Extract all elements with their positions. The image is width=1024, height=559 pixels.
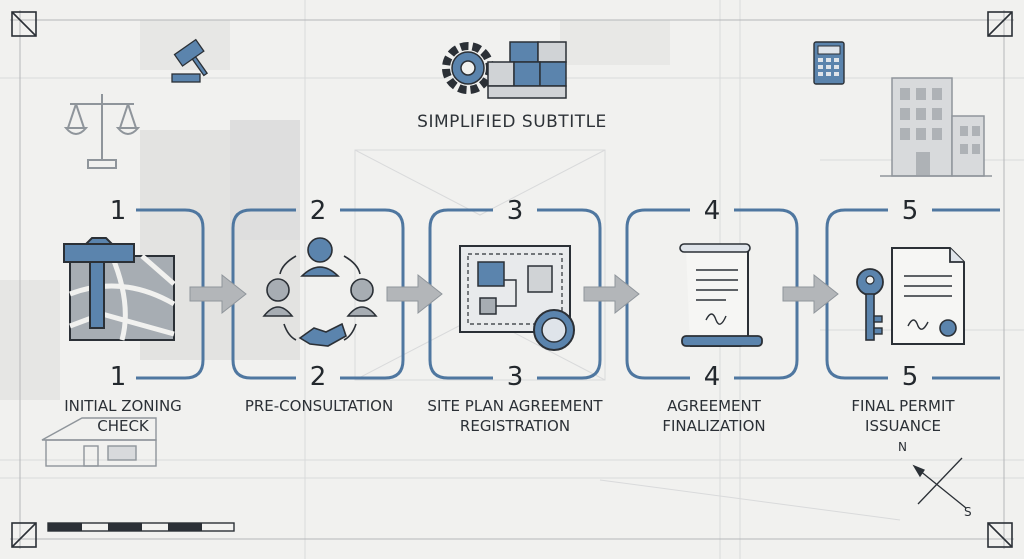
gears-and-blocks-icon xyxy=(442,41,567,99)
step-2-label-line1: PRE-CONSULTATION xyxy=(244,397,394,415)
step-4-label-line1: AGREEMENT xyxy=(667,397,761,415)
connector-arrow-2 xyxy=(386,273,443,315)
step-1-label-line2: CHECK xyxy=(97,417,149,435)
zoning-map-icon xyxy=(63,237,176,341)
site-plan-icon xyxy=(459,245,575,351)
step-1-label-line1: INITIAL ZONING xyxy=(64,397,182,415)
step-1-number-bottom: 1 xyxy=(109,362,127,392)
house-sketch-icon xyxy=(41,417,157,467)
step-3-label: SITE PLAN AGREEMENT REGISTRATION xyxy=(418,396,612,436)
compass-rose-icon xyxy=(912,457,967,509)
step-1-label: INITIAL ZONING CHECK xyxy=(40,396,206,436)
compass-north-label: N xyxy=(898,440,907,454)
step-4-number-bottom: 4 xyxy=(703,362,721,392)
step-4-label: AGREEMENT FINALIZATION xyxy=(622,396,806,436)
connector-arrow-1 xyxy=(189,273,247,315)
step-3-number-bottom: 3 xyxy=(506,362,524,392)
permit-key-icon xyxy=(856,247,965,345)
step-2-number-top: 2 xyxy=(309,196,327,226)
diagram-subtitle: SIMPLIFIED SUBTITLE xyxy=(417,112,607,132)
compass-south-label: S xyxy=(964,505,972,519)
step-1-number-top: 1 xyxy=(109,196,127,226)
step-5-label: FINAL PERMIT ISSUANCE xyxy=(818,396,988,436)
step-2-number-bottom: 2 xyxy=(309,362,327,392)
step-4-label-line2: FINALIZATION xyxy=(662,417,766,435)
step-5-label-line1: FINAL PERMIT xyxy=(851,397,955,415)
step-2-label: PRE-CONSULTATION xyxy=(222,396,416,416)
step-5-number-bottom: 5 xyxy=(901,362,919,392)
step-3-label-line2: REGISTRATION xyxy=(459,417,571,435)
agreement-scroll-icon xyxy=(679,243,763,347)
connector-arrow-3 xyxy=(583,273,640,315)
scale-bar xyxy=(47,522,235,532)
step-3-label-line1: SITE PLAN AGREEMENT xyxy=(427,397,603,415)
consultation-people-icon xyxy=(262,237,378,347)
office-building-icon xyxy=(880,77,992,177)
scales-of-justice-icon xyxy=(63,94,141,169)
calculator-icon xyxy=(813,41,845,85)
step-5-label-line2: ISSUANCE xyxy=(865,417,941,435)
step-3-number-top: 3 xyxy=(506,196,524,226)
step-4-number-top: 4 xyxy=(703,196,721,226)
step-5-number-top: 5 xyxy=(901,196,919,226)
connector-arrow-4 xyxy=(782,273,839,315)
gavel-icon xyxy=(171,38,209,83)
